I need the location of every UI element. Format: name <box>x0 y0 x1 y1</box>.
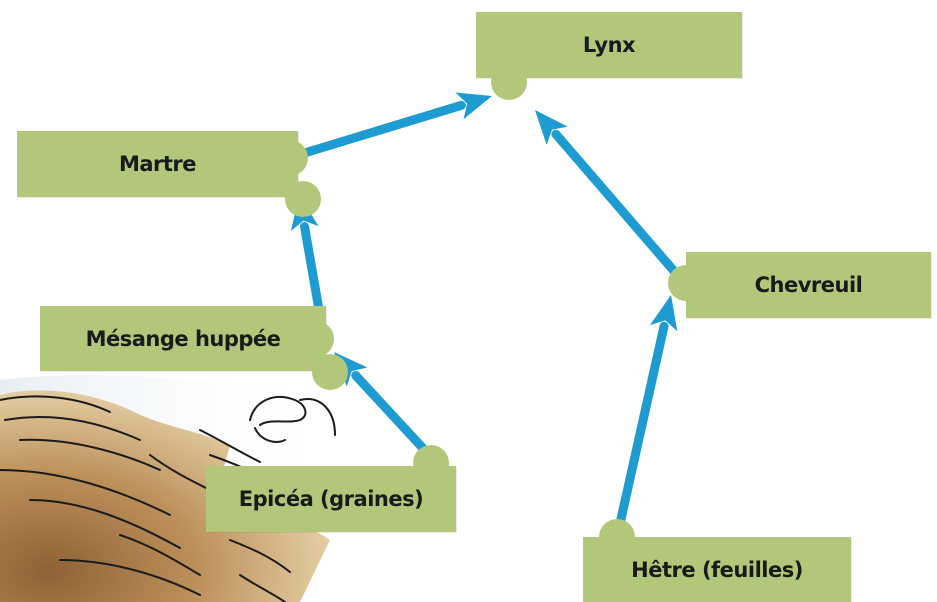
hetre-connector-dot <box>599 519 635 555</box>
node-label: Hêtre (feuilles) <box>631 557 803 582</box>
martre-in-connector-dot <box>285 181 321 217</box>
mesange-out-connector-dot <box>298 321 334 357</box>
node-label: Lynx <box>582 33 636 57</box>
node-martre: Martre <box>17 131 298 197</box>
arrow-shaft <box>293 100 466 160</box>
node-label: Chevreuil <box>754 273 863 297</box>
epicea-connector-dot <box>413 445 449 481</box>
arrow-martre-to-lynx <box>293 92 492 160</box>
martre-out-connector-dot <box>272 140 308 176</box>
arrow-shaft <box>551 129 685 283</box>
node-label: Martre <box>118 152 197 176</box>
node-label: Epicéa (graines) <box>238 487 424 511</box>
node-lynx: Lynx <box>476 12 742 78</box>
arrow-head <box>535 110 568 145</box>
arrow-shaft <box>614 321 669 533</box>
arrow-head <box>455 92 492 120</box>
arrow-chevreuil-to-lynx <box>535 110 685 283</box>
arrow-shaft <box>351 370 437 463</box>
arrow-hetre-to-chevreuil <box>614 295 678 533</box>
node-label: Mésange huppée <box>85 326 281 351</box>
node-mesange-huppee: Mésange huppée <box>40 306 326 371</box>
node-chevreuil: Chevreuil <box>686 252 931 318</box>
chevreuil-connector-dot <box>668 265 704 301</box>
lynx-connector-dot <box>491 64 527 100</box>
mesange-in-connector-dot <box>312 354 348 390</box>
node-epicea-graines: Epicéa (graines) <box>206 466 456 532</box>
arrow-head <box>649 295 678 332</box>
